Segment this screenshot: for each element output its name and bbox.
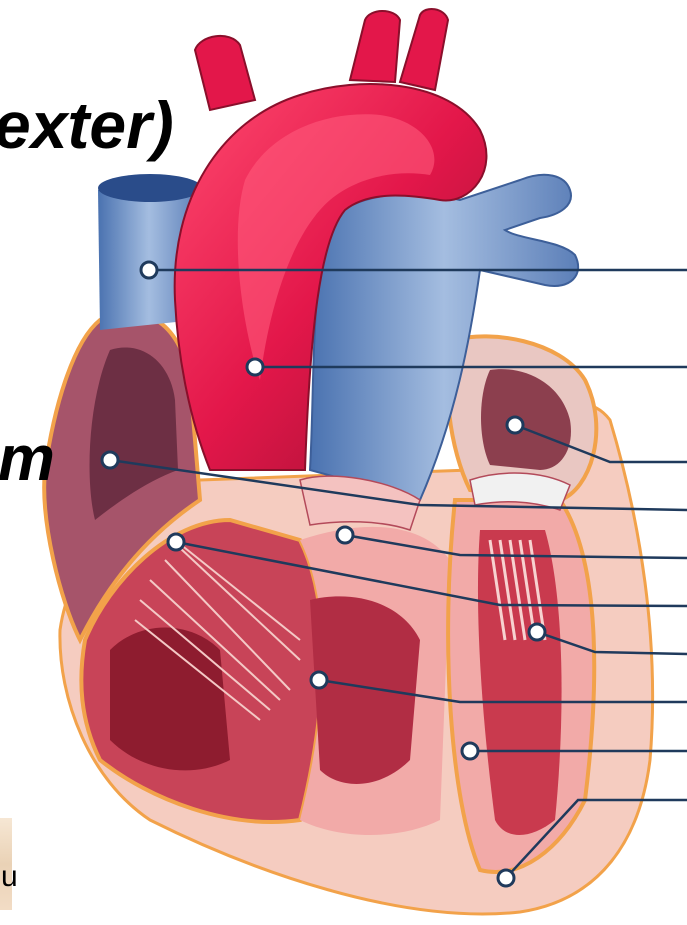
marker-right-ventricle [311, 672, 327, 688]
label-text-fragment: m [0, 426, 55, 490]
marker-tricuspid-valve [168, 534, 184, 550]
marker-septum [462, 743, 478, 759]
corner-text-fragment: u [1, 862, 18, 892]
marker-aorta [247, 359, 263, 375]
septum-muscle [310, 596, 420, 784]
marker-left-atrium [507, 417, 523, 433]
marker-right-atrium [102, 452, 118, 468]
superior-vena-cava-opening [98, 174, 202, 202]
title-text-fragment: exter) [0, 92, 174, 158]
marker-left-ventricle [498, 870, 514, 886]
marker-aortic-valve [337, 527, 353, 543]
marker-mitral-valve [529, 624, 545, 640]
marker-superior-vena-cava [141, 262, 157, 278]
